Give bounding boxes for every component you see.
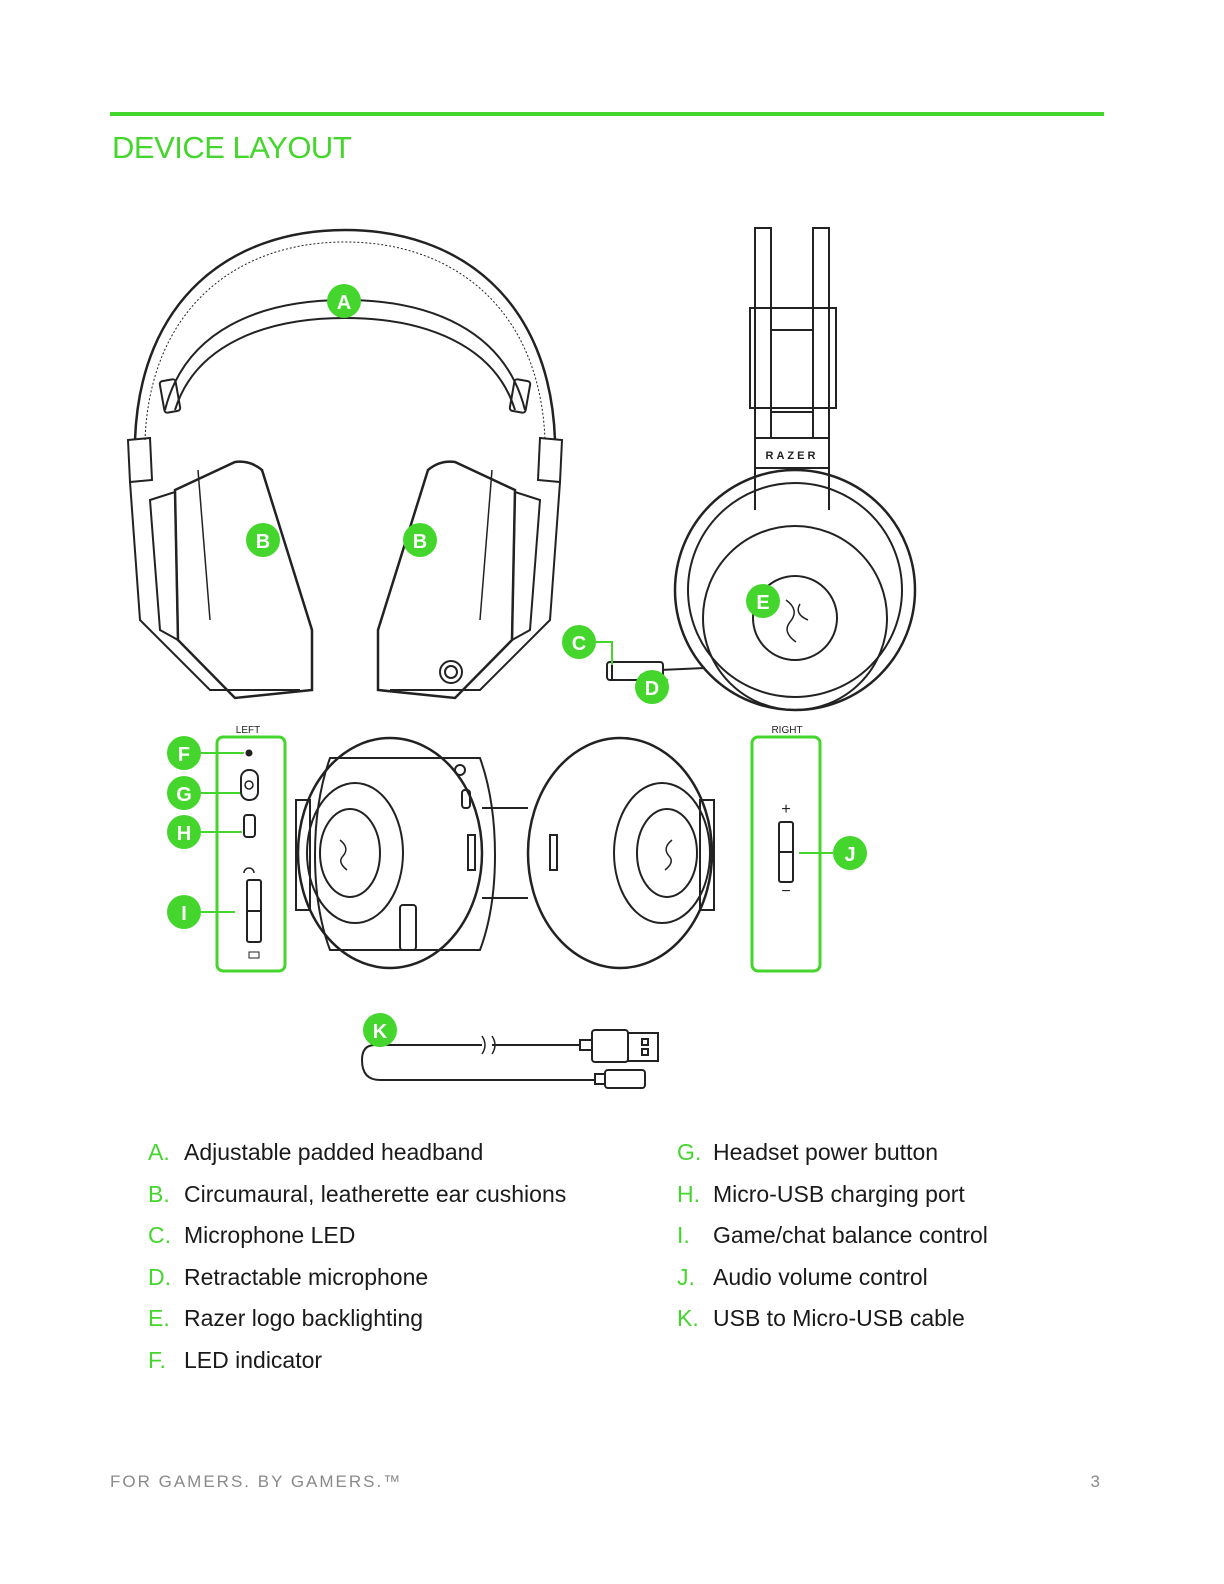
legend-text: Razer logo backlighting xyxy=(184,1305,424,1331)
legend-text: LED indicator xyxy=(184,1347,323,1373)
right-panel-label: RIGHT xyxy=(771,725,802,736)
legend-letter: A. xyxy=(148,1139,170,1165)
callout-h-label: H xyxy=(177,823,191,845)
page-title: DEVICE LAYOUT xyxy=(112,130,352,165)
legend-item: H. Micro-USB charging port xyxy=(677,1183,965,1206)
legend-letter: K. xyxy=(677,1305,699,1331)
legend-text: Audio volume control xyxy=(713,1264,928,1290)
callout-d: D xyxy=(635,670,669,704)
legend-item: A. Adjustable padded headband xyxy=(148,1141,483,1164)
legend-item: B. Circumaural, leatherette ear cushions xyxy=(148,1183,566,1206)
usb-cable xyxy=(360,1029,659,1089)
footer-tagline: FOR GAMERS. BY GAMERS.™ xyxy=(110,1472,403,1491)
legend-text: Micro-USB charging port xyxy=(713,1181,965,1207)
callout-b-right: B xyxy=(403,523,437,557)
legend-item: F. LED indicator xyxy=(148,1349,322,1372)
legend-item: K. USB to Micro-USB cable xyxy=(677,1307,965,1330)
callout-b-left: B xyxy=(246,523,280,557)
callout-j: J xyxy=(833,836,867,870)
legend-item: C. Microphone LED xyxy=(148,1224,355,1247)
callout-k-label: K xyxy=(373,1021,388,1043)
headset-side-view: RAZER xyxy=(606,227,917,712)
callout-d-label: D xyxy=(645,678,659,700)
legend-letter: D. xyxy=(148,1264,171,1290)
page-number: 3 xyxy=(1090,1472,1100,1491)
legend-letter: C. xyxy=(148,1222,171,1248)
volume-plus-symbol: + xyxy=(781,801,790,818)
callout-i-label: I xyxy=(181,903,187,925)
legend-letter: G. xyxy=(677,1139,702,1165)
callout-f: F xyxy=(167,736,201,770)
legend-letter: F. xyxy=(148,1347,166,1373)
callout-e-label: E xyxy=(756,592,769,614)
left-panel-label: LEFT xyxy=(236,725,260,736)
callout-j-label: J xyxy=(844,844,855,866)
legend-letter: H. xyxy=(677,1181,700,1207)
legend-text: Circumaural, leatherette ear cushions xyxy=(184,1181,567,1207)
legend-letter: I. xyxy=(677,1222,690,1248)
left-control-panel: LEFT xyxy=(215,725,287,973)
legend-text: Headset power button xyxy=(713,1139,939,1165)
legend-item: J. Audio volume control xyxy=(677,1266,928,1289)
legend-letter: J. xyxy=(677,1264,695,1290)
callout-c: C xyxy=(562,625,596,659)
callout-c-label: C xyxy=(572,633,586,655)
legend-text: Game/chat balance control xyxy=(713,1222,988,1248)
header-rule xyxy=(110,112,1104,116)
legend-letter: E. xyxy=(148,1305,170,1331)
legend-text: Adjustable padded headband xyxy=(184,1139,484,1165)
callout-k: K xyxy=(363,1013,397,1047)
right-control-panel: RIGHT + − xyxy=(750,725,822,973)
callout-a: A xyxy=(327,284,361,318)
callout-e: E xyxy=(746,584,780,618)
legend-text: USB to Micro-USB cable xyxy=(713,1305,965,1331)
callout-f-label: F xyxy=(178,744,190,766)
legend-item: G. Headset power button xyxy=(677,1141,938,1164)
callout-g: G xyxy=(167,776,201,810)
callout-b-left-label: B xyxy=(256,531,270,553)
legend-item: I. Game/chat balance control xyxy=(677,1224,988,1247)
razer-brand-text: RAZER xyxy=(766,450,819,462)
callout-i: I xyxy=(167,895,201,929)
legend-letter: B. xyxy=(148,1181,170,1207)
legend-item: D. Retractable microphone xyxy=(148,1266,428,1289)
legend-text: Retractable microphone xyxy=(184,1264,429,1290)
headset-bottom-view xyxy=(295,736,715,970)
callout-g-label: G xyxy=(176,784,192,806)
legend-item: E. Razer logo backlighting xyxy=(148,1307,423,1330)
callout-b-right-label: B xyxy=(413,531,427,553)
callout-a-label: A xyxy=(337,292,351,314)
legend-text: Microphone LED xyxy=(184,1222,356,1248)
callout-h: H xyxy=(167,815,201,849)
volume-minus-symbol: − xyxy=(781,883,790,900)
